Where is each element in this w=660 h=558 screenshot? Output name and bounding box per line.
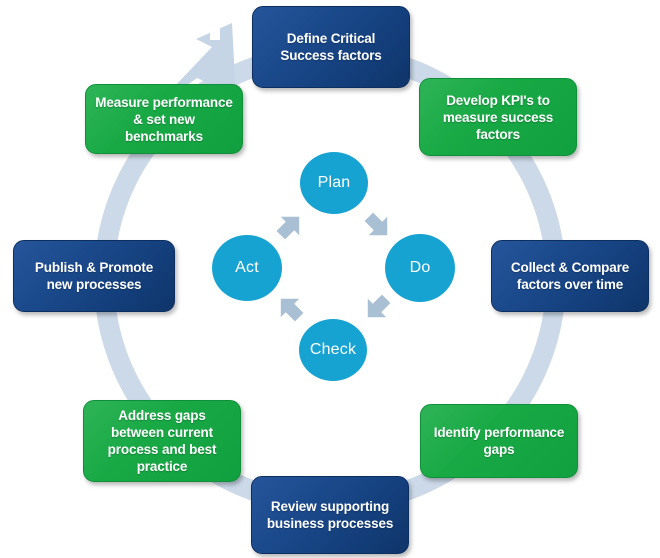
step-box-publish-promote-new-processes[interactable]: Publish & Promote new processes (13, 240, 175, 312)
pdca-label: Do (409, 259, 431, 276)
step-label: Define Critical Success factors (280, 31, 382, 63)
pdca-label: Plan (317, 174, 351, 191)
step-label: Collect & Compare factors over time (510, 260, 630, 292)
step-box-define-critical-success-factors[interactable]: Define Critical Success factors (252, 6, 410, 88)
step-label: Publish & Promote new processes (34, 260, 154, 292)
pdca-node-do[interactable]: Do (385, 234, 455, 302)
pdca-node-act[interactable]: Act (212, 235, 282, 301)
step-box-identify-performance-gaps[interactable]: Identify performance gaps (420, 404, 578, 478)
step-label: Develop KPI's to measure success factors (442, 92, 554, 142)
ring-gap-mask (210, 0, 220, 40)
step-label: Review supporting business processes (266, 499, 394, 531)
step-label: Address gaps between current process and… (107, 408, 217, 474)
step-label: Identify performance gaps (433, 425, 565, 457)
pdca-label: Check (309, 341, 357, 358)
step-box-address-gaps[interactable]: Address gaps between current process and… (83, 400, 241, 482)
step-label: Measure performance & set new benchmarks (95, 94, 233, 144)
pdca-label: Act (235, 259, 259, 276)
step-box-review-supporting-business-processes[interactable]: Review supporting business processes (251, 476, 409, 554)
step-box-measure-performance[interactable]: Measure performance & set new benchmarks (85, 84, 243, 154)
pdca-node-check[interactable]: Check (299, 319, 367, 381)
pdca-node-plan[interactable]: Plan (300, 152, 368, 214)
step-box-collect-compare-factors[interactable]: Collect & Compare factors over time (491, 240, 649, 312)
step-box-develop-kpis[interactable]: Develop KPI's to measure success factors (419, 78, 577, 156)
